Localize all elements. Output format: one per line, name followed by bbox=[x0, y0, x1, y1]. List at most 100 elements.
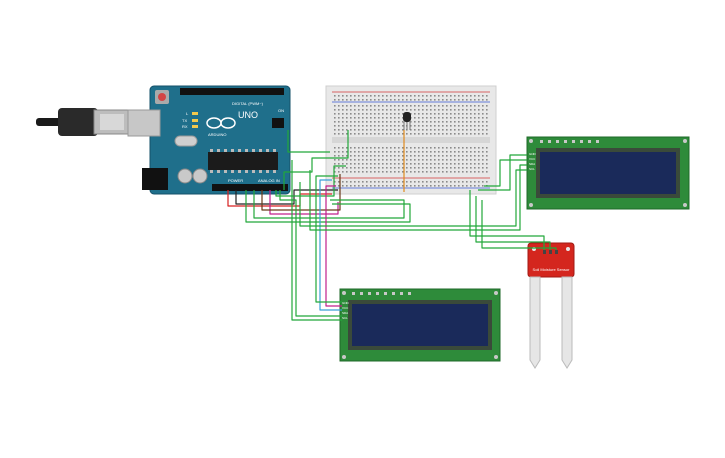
breadboard-hole bbox=[410, 147, 412, 149]
wire-magenta[interactable] bbox=[325, 185, 342, 307]
breadboard-hole bbox=[434, 167, 436, 169]
breadboard-hole bbox=[342, 125, 344, 127]
breadboard-hole bbox=[350, 133, 352, 135]
breadboard-hole bbox=[462, 121, 464, 123]
breadboard-hole bbox=[462, 167, 464, 169]
wire-magenta[interactable] bbox=[269, 190, 339, 215]
usb-cable[interactable] bbox=[36, 108, 131, 136]
breadboard-hole bbox=[422, 95, 424, 97]
breadboard-hole bbox=[482, 125, 484, 127]
breadboard-hole bbox=[366, 181, 368, 183]
breadboard-hole bbox=[350, 95, 352, 97]
breadboard-hole bbox=[454, 109, 456, 111]
breadboard-hole bbox=[366, 159, 368, 161]
sensor-pin bbox=[549, 250, 552, 254]
lcd-display-right[interactable]: GND VCC SDA SCL bbox=[526, 136, 690, 210]
breadboard-hole bbox=[338, 185, 340, 187]
breadboard-hole bbox=[358, 109, 360, 111]
wire-blue[interactable] bbox=[319, 179, 342, 311]
power-analog-header[interactable] bbox=[212, 184, 288, 191]
breadboard-hole bbox=[370, 95, 372, 97]
breadboard-hole bbox=[478, 171, 480, 173]
wire-green[interactable] bbox=[315, 175, 342, 303]
breadboard-hole bbox=[358, 159, 360, 161]
breadboard-hole bbox=[402, 133, 404, 135]
breadboard-hole bbox=[366, 147, 368, 149]
breadboard-hole bbox=[470, 105, 472, 107]
temperature-sensor[interactable] bbox=[403, 112, 411, 130]
wire-green[interactable] bbox=[475, 196, 551, 250]
wire-black[interactable] bbox=[235, 189, 338, 205]
breadboard-hole bbox=[430, 117, 432, 119]
breadboard-hole bbox=[382, 155, 384, 157]
wire-green[interactable] bbox=[275, 165, 346, 197]
breadboard-hole bbox=[402, 129, 404, 131]
breadboard-hole bbox=[338, 121, 340, 123]
breadboard-hole bbox=[338, 147, 340, 149]
breadboard-hole bbox=[470, 117, 472, 119]
breadboard-hole bbox=[402, 105, 404, 107]
sensor-prong-left bbox=[529, 276, 541, 369]
lcd-right-pin-vcc: VCC bbox=[529, 157, 536, 161]
breadboard-hole bbox=[418, 171, 420, 173]
breadboard-hole bbox=[474, 133, 476, 135]
analog-label: ANALOG IN bbox=[258, 178, 280, 183]
breadboard-hole bbox=[430, 155, 432, 157]
breadboard-hole bbox=[338, 99, 340, 101]
breadboard-hole bbox=[414, 155, 416, 157]
breadboard-hole bbox=[430, 147, 432, 149]
breadboard-hole bbox=[398, 117, 400, 119]
wire-green[interactable] bbox=[481, 200, 557, 250]
wire-green[interactable] bbox=[484, 159, 527, 187]
breadboard-hole bbox=[478, 147, 480, 149]
breadboard-hole bbox=[362, 109, 364, 111]
breadboard-hole bbox=[378, 159, 380, 161]
wires[interactable] bbox=[227, 130, 557, 321]
breadboard-hole bbox=[334, 147, 336, 149]
breadboard-hole bbox=[434, 171, 436, 173]
breadboard-hole bbox=[370, 113, 372, 115]
breadboard-hole bbox=[442, 163, 444, 165]
wire-green[interactable] bbox=[245, 190, 411, 223]
wire-green[interactable] bbox=[309, 164, 527, 231]
breadboard[interactable] bbox=[325, 85, 497, 195]
breadboard-hole bbox=[418, 121, 420, 123]
breadboard-hole bbox=[454, 99, 456, 101]
wire-green[interactable] bbox=[253, 190, 405, 219]
breadboard-hole bbox=[346, 99, 348, 101]
breadboard-hole bbox=[478, 113, 480, 115]
breadboard-hole bbox=[362, 125, 364, 127]
breadboard-hole bbox=[454, 129, 456, 131]
breadboard-hole bbox=[382, 117, 384, 119]
breadboard-hole bbox=[390, 99, 392, 101]
breadboard-hole bbox=[338, 181, 340, 183]
wire-green[interactable] bbox=[291, 160, 342, 321]
breadboard-hole bbox=[446, 117, 448, 119]
wire-green[interactable] bbox=[283, 130, 349, 190]
wire-green[interactable] bbox=[478, 154, 527, 191]
digital-header[interactable] bbox=[180, 88, 284, 95]
breadboard-hole bbox=[386, 125, 388, 127]
breadboard-hole bbox=[474, 147, 476, 149]
breadboard-hole bbox=[470, 129, 472, 131]
breadboard-hole bbox=[458, 99, 460, 101]
wire-green[interactable] bbox=[287, 130, 330, 153]
breadboard-hole bbox=[426, 99, 428, 101]
wire-green[interactable] bbox=[279, 190, 342, 317]
breadboard-hole bbox=[406, 167, 408, 169]
lcd-right-pin-scl: SCL bbox=[529, 167, 535, 171]
lcd-right-pin-sda: SDA bbox=[529, 162, 535, 166]
breadboard-hole bbox=[422, 113, 424, 115]
breadboard-hole bbox=[350, 185, 352, 187]
arduino-uno-board[interactable]: UNO ARDUINO DIGITAL (PWM~) POWER ANALOG … bbox=[127, 85, 291, 195]
wire-green[interactable] bbox=[469, 190, 545, 250]
lcd-display-bottom[interactable]: GND VCC SDA SCL bbox=[339, 288, 501, 362]
breadboard-hole bbox=[354, 95, 356, 97]
breadboard-hole bbox=[334, 155, 336, 157]
wire-brown[interactable] bbox=[261, 174, 341, 211]
soil-moisture-sensor[interactable]: Soil Moisture Sensor bbox=[527, 242, 575, 369]
breadboard-hole bbox=[446, 125, 448, 127]
breadboard-hole bbox=[414, 105, 416, 107]
capacitor bbox=[192, 168, 208, 184]
breadboard-hole bbox=[458, 95, 460, 97]
